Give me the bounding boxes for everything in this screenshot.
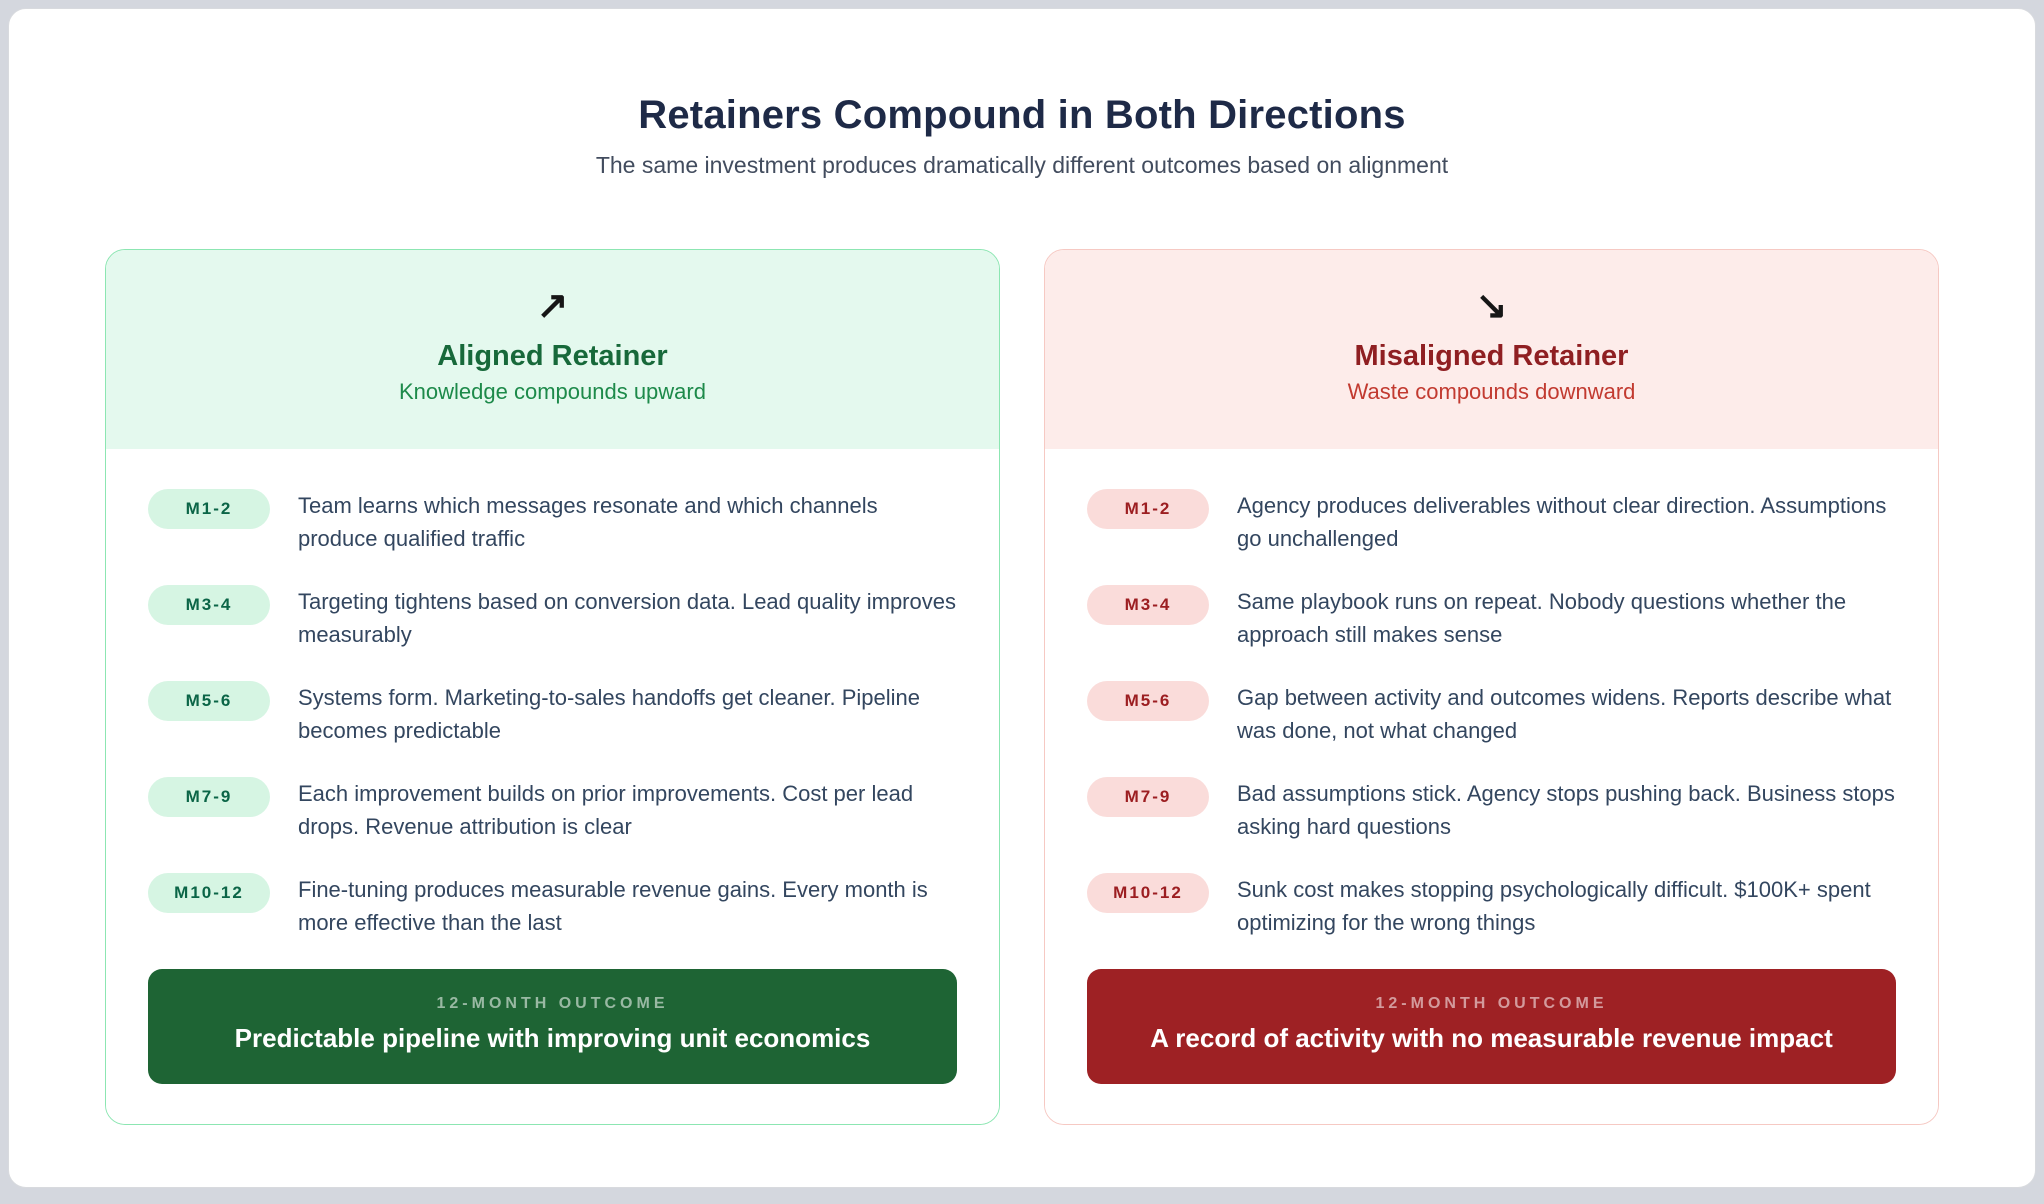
milestone-row: M5-6 Gap between activity and outcomes w… xyxy=(1087,681,1896,747)
misaligned-card-body: M1-2 Agency produces deliverables withou… xyxy=(1045,449,1938,1124)
milestone-row: M1-2 Team learns which messages resonate… xyxy=(148,489,957,555)
milestone-row: M7-9 Bad assumptions stick. Agency stops… xyxy=(1087,777,1896,843)
aligned-outcome-text: Predictable pipeline with improving unit… xyxy=(168,1023,937,1054)
comparison-cards-row: ↗ Aligned Retainer Knowledge compounds u… xyxy=(105,249,1939,1125)
trend-up-arrow-icon: ↗ xyxy=(130,286,975,328)
misaligned-card-header: ↘ Misaligned Retainer Waste compounds do… xyxy=(1045,250,1938,449)
aligned-outcome-box: 12-MONTH OUTCOME Predictable pipeline wi… xyxy=(148,969,957,1084)
milestone-badge: M1-2 xyxy=(148,489,270,529)
page-subtitle: The same investment produces dramaticall… xyxy=(105,152,1939,179)
milestone-text: Bad assumptions stick. Agency stops push… xyxy=(1237,777,1896,843)
milestone-text: Systems form. Marketing-to-sales handoff… xyxy=(298,681,957,747)
misaligned-outcome-text: A record of activity with no measurable … xyxy=(1107,1023,1876,1054)
aligned-card-body: M1-2 Team learns which messages resonate… xyxy=(106,449,999,1124)
milestone-text: Sunk cost makes stopping psychologically… xyxy=(1237,873,1896,939)
misaligned-card-title: Misaligned Retainer xyxy=(1069,340,1914,373)
milestone-text: Each improvement builds on prior improve… xyxy=(298,777,957,843)
milestone-row: M10-12 Fine-tuning produces measurable r… xyxy=(148,873,957,939)
milestone-badge: M7-9 xyxy=(148,777,270,817)
milestone-badge: M3-4 xyxy=(148,585,270,625)
milestone-badge: M10-12 xyxy=(148,873,270,913)
aligned-card-header: ↗ Aligned Retainer Knowledge compounds u… xyxy=(106,250,999,449)
milestone-badge: M1-2 xyxy=(1087,489,1209,529)
outcome-label: 12-MONTH OUTCOME xyxy=(1107,995,1876,1013)
aligned-card-subtitle: Knowledge compounds upward xyxy=(130,379,975,405)
outcome-label: 12-MONTH OUTCOME xyxy=(168,995,937,1013)
milestone-row: M5-6 Systems form. Marketing-to-sales ha… xyxy=(148,681,957,747)
slide-container: Retainers Compound in Both Directions Th… xyxy=(8,8,2036,1188)
milestone-text: Fine-tuning produces measurable revenue … xyxy=(298,873,957,939)
aligned-card-title: Aligned Retainer xyxy=(130,340,975,373)
milestone-row: M3-4 Same playbook runs on repeat. Nobod… xyxy=(1087,585,1896,651)
misaligned-outcome-box: 12-MONTH OUTCOME A record of activity wi… xyxy=(1087,969,1896,1084)
page-title: Retainers Compound in Both Directions xyxy=(105,93,1939,138)
milestone-row: M7-9 Each improvement builds on prior im… xyxy=(148,777,957,843)
milestone-badge: M7-9 xyxy=(1087,777,1209,817)
milestone-badge: M10-12 xyxy=(1087,873,1209,913)
milestone-text: Gap between activity and outcomes widens… xyxy=(1237,681,1896,747)
aligned-retainer-card: ↗ Aligned Retainer Knowledge compounds u… xyxy=(105,249,1000,1125)
milestone-row: M1-2 Agency produces deliverables withou… xyxy=(1087,489,1896,555)
trend-down-arrow-icon: ↘ xyxy=(1069,286,1914,328)
misaligned-card-subtitle: Waste compounds downward xyxy=(1069,379,1914,405)
milestone-text: Targeting tightens based on conversion d… xyxy=(298,585,957,651)
milestone-row: M3-4 Targeting tightens based on convers… xyxy=(148,585,957,651)
misaligned-retainer-card: ↘ Misaligned Retainer Waste compounds do… xyxy=(1044,249,1939,1125)
milestone-badge: M5-6 xyxy=(148,681,270,721)
milestone-text: Agency produces deliverables without cle… xyxy=(1237,489,1896,555)
milestone-badge: M5-6 xyxy=(1087,681,1209,721)
milestone-text: Team learns which messages resonate and … xyxy=(298,489,957,555)
milestone-text: Same playbook runs on repeat. Nobody que… xyxy=(1237,585,1896,651)
milestone-badge: M3-4 xyxy=(1087,585,1209,625)
milestone-row: M10-12 Sunk cost makes stopping psycholo… xyxy=(1087,873,1896,939)
